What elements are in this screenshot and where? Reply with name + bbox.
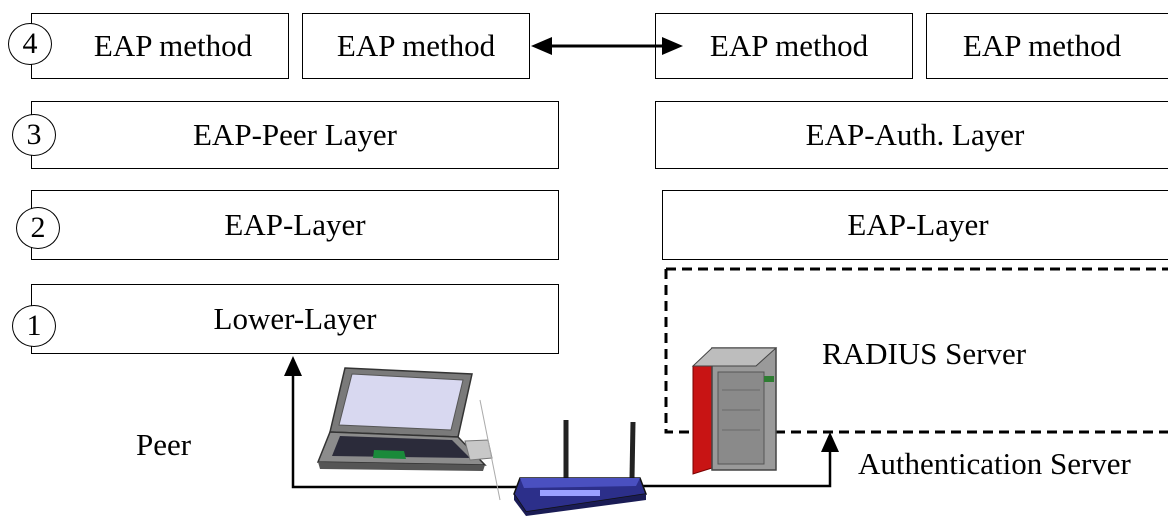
auth-method-1-label: EAP method bbox=[709, 28, 869, 63]
lower-layer-label: Lower-Layer bbox=[213, 301, 377, 336]
connection-lines bbox=[284, 356, 839, 489]
authentication-server-label: Authentication Server bbox=[858, 446, 1131, 481]
peer-method-1-label: EAP method bbox=[93, 28, 253, 63]
peer-eap-layer-box: EAP-Layer bbox=[31, 190, 559, 260]
server-boundary bbox=[664, 267, 1168, 434]
peer-method-1-box: EAP method bbox=[31, 13, 289, 79]
auth-eap-layer-box: EAP-Layer bbox=[662, 190, 1168, 260]
peer-eap-layer-label: EAP-Layer bbox=[224, 207, 366, 242]
eap-peer-layer-label: EAP-Peer Layer bbox=[193, 117, 397, 152]
method-exchange-arrow bbox=[531, 37, 683, 55]
lower-layer-box: Lower-Layer bbox=[31, 284, 559, 354]
peer-method-2-box: EAP method bbox=[302, 13, 530, 79]
layer-number-3: 3 bbox=[12, 114, 56, 156]
layer-number-1: 1 bbox=[12, 305, 56, 347]
peer-label: Peer bbox=[136, 427, 192, 462]
eap-auth-layer-label: EAP-Auth. Layer bbox=[805, 117, 1025, 152]
auth-method-2-label: EAP method bbox=[962, 28, 1122, 63]
radius-server-label: RADIUS Server bbox=[822, 336, 1027, 371]
layer-number-2: 2 bbox=[16, 207, 60, 249]
auth-method-1-box: EAP method bbox=[655, 13, 913, 79]
auth-eap-layer-label: EAP-Layer bbox=[847, 207, 989, 242]
peer-method-2-label: EAP method bbox=[336, 28, 496, 63]
server-icon bbox=[691, 347, 778, 475]
eap-auth-layer-box: EAP-Auth. Layer bbox=[655, 101, 1168, 169]
layer-number-4: 4 bbox=[8, 23, 52, 65]
auth-method-2-box: EAP method bbox=[926, 13, 1168, 79]
router-icon bbox=[513, 420, 648, 516]
eap-peer-layer-box: EAP-Peer Layer bbox=[31, 101, 559, 169]
laptop-icon bbox=[316, 367, 501, 501]
